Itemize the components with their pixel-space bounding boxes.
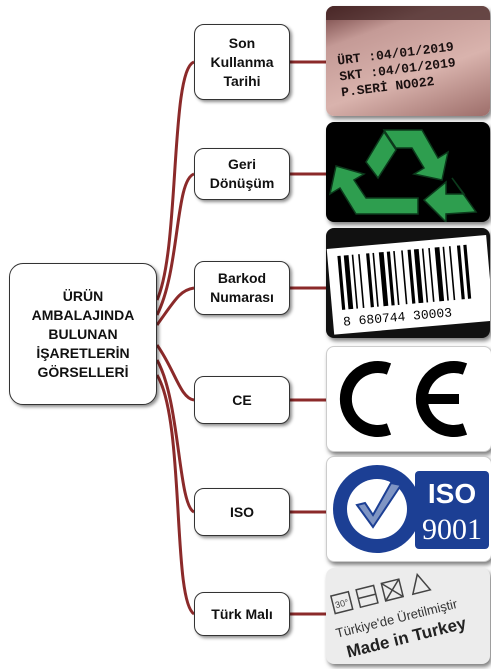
center-line: AMBALAJINDA [31,306,135,323]
iso-image: ISO 9001 [326,456,491,562]
barcode-bar [442,246,449,301]
category-line: Numarası [210,289,274,305]
made-in-turkey-label: 30° Türkiye'de Üretilmiştir Made in Turk… [329,572,469,662]
barcode-bar [463,244,472,299]
category-geri-donusum: Geri Dönüşüm [194,148,290,200]
connector-son-kullanma [155,60,195,301]
category-son-kullanma-tarihi: Son Kullanma Tarihi [194,24,290,100]
connector-geri-donusum [155,172,195,316]
category-line: CE [232,391,252,408]
iso-label: ISO [428,478,476,509]
barcode-bar [413,248,424,304]
barcode-bar [393,251,400,305]
turk-mali-image: 30° Türkiye'de Üretilmiştir Made in Turk… [326,568,490,664]
expiry-print: ÜRT :04/01/2019 SKT :04/01/2019 P.SERİ N… [326,6,490,100]
ce-mark-image [326,346,491,452]
barcode-bar [434,247,445,302]
iso-9001-logo: ISO 9001 [333,465,489,553]
category-line: Tarihi [223,72,261,89]
barcode-bar [351,254,359,309]
category-line: Barkod [217,270,267,286]
category-line: Türk Malı [211,605,273,622]
barcode-bar [343,255,354,310]
barcode-bar [456,245,465,300]
ce-mark-icon [339,361,468,437]
center-line: BULUNAN [48,325,118,342]
category-line: Kullanma [210,53,274,70]
category-line: ISO [229,503,255,520]
barcode-image: 8 680744 30003 [326,228,490,338]
barcode-bar [448,246,456,301]
category-ce: CE [194,376,290,424]
category-line: Geri [227,156,256,172]
barcode-graphic: 8 680744 30003 [326,235,490,335]
connector-ce [155,344,195,402]
barcode-bar [378,252,389,307]
barcode-bar [421,248,429,303]
wash-temp: 30° [334,597,350,610]
center-title-box: ÜRÜN AMBALAJINDA BULUNAN İŞARETLERİN GÖR… [9,263,157,405]
connector-turk-mali [155,374,196,616]
barcode-bar [366,253,374,308]
category-barkod-numarasi: Barkod Numarası [194,261,290,315]
center-line: GÖRSELLERİ [37,363,129,380]
category-iso: ISO [194,488,290,536]
barcode-bar [337,255,346,310]
connector-iso [155,359,195,514]
barcode-bar [428,247,435,302]
recycle-icon [328,129,478,222]
category-turk-mali: Türk Malı [194,592,290,636]
barcode-bar [386,251,395,306]
barcode-bar [372,252,379,307]
barcode-bar [358,254,365,309]
center-line: ÜRÜN [62,287,104,304]
category-line: Dönüşüm [209,175,275,191]
iso-number: 9001 [422,513,482,546]
connector-barkod [155,286,195,326]
expiry-date-image: ÜRT :04/01/2019 SKT :04/01/2019 P.SERİ N… [326,6,490,116]
barcode-bar [407,249,416,304]
center-line: İŞARETLERİN [36,344,130,361]
category-line: Son [228,34,256,51]
barcode-bar [401,250,408,305]
recycle-image [326,122,490,222]
